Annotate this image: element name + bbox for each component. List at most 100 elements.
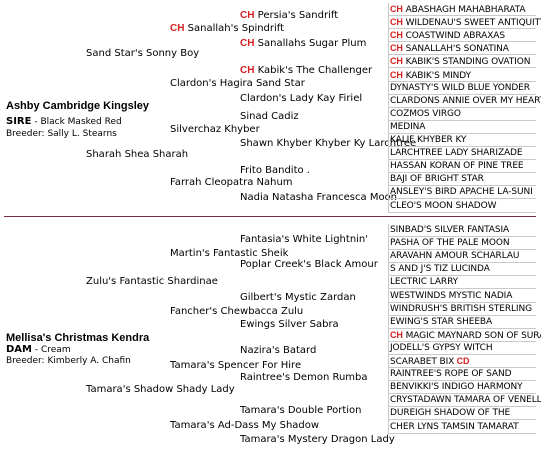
sire-gen4-3: Clardon's Lady Kay Firiel	[240, 93, 362, 105]
dam-gen5-rule	[388, 432, 536, 434]
sire-gen5-13-name: BAJI OF BRIGHT STAR	[390, 174, 484, 185]
dam-gen5-rule	[388, 367, 536, 368]
sire-gen4-0: CH Persia's Sandrift	[240, 10, 338, 22]
sire-gen5-0: CH ABASHAGH MAHABHARATA	[390, 3, 526, 16]
dam-gen5-6: WINDRUSH'S BRITISH STERLING	[390, 303, 532, 315]
sire-gen4-2-name: Kabik's The Challenger	[257, 65, 373, 76]
sire-gen5-rule	[388, 198, 536, 200]
dam-gen5-4: LECTRIC LARRY	[390, 276, 458, 288]
sire-gen3-0: CH Sanallah's Spindrift	[170, 23, 284, 35]
sire-gen5-2-name: COASTWIND ABRAXAS	[405, 31, 505, 42]
dam-color: Cream	[40, 345, 71, 355]
dam-gen4-5: Raintree's Demon Rumba	[240, 372, 368, 384]
dam-gen5-2: ARAVAHN AMOUR SCHARLAU	[390, 250, 519, 262]
dam-gen4-3: Ewings Silver Sabra	[240, 319, 339, 331]
sire-gen5-rule	[388, 185, 536, 187]
dam-color-sep: -	[34, 345, 41, 355]
sire-gen4-3-name: Clardon's Lady Kay Firiel	[240, 93, 363, 104]
dam-gen4-1: Poplar Creek's Black Amour	[240, 259, 378, 271]
dam-gen5-4-name: LECTRIC LARRY	[390, 277, 459, 288]
sire-color: Black Masked Red	[40, 117, 122, 127]
dam-gen5-rule	[388, 262, 536, 264]
sire-gen5-4: CH KABIK'S STANDING OVATION	[390, 55, 530, 68]
dam-gen4-7-name: Tamara's Mystery Dragon Lady	[240, 434, 395, 445]
sire-gen5-0-name: ABASHAGH MAHABHARATA	[405, 5, 526, 15]
dam-label: DAM	[6, 344, 32, 355]
sire-gen5-7-name: CLARDONS ANNIE OVER MY HEART	[390, 95, 541, 106]
dam-gen5-14-name: DUREIGH SHADOW OF THE	[390, 408, 511, 419]
dam-gen5-rule	[388, 236, 536, 237]
dam-gen5-rule	[388, 393, 536, 395]
champion-badge: CH	[390, 30, 403, 41]
dam-gen5-9-name: JODELL'S GYPSY WITCH	[390, 342, 493, 353]
sire-gen5-9: MEDINA	[390, 121, 425, 133]
dam-gen5-6-name: WINDRUSH'S BRITISH STERLING	[390, 303, 532, 314]
dam-gen5-15: CHER LYNS TAMSIN TAMARAT	[390, 421, 519, 433]
dam-gen5-rule	[388, 340, 536, 342]
dam-gen5-5: WESTWINDS MYSTIC NADIA	[390, 290, 512, 302]
dam-gen5-rule	[388, 419, 536, 421]
champion-badge: CH	[390, 69, 403, 80]
dam-breeder-line: Breeder: Kimberly A. Chafin	[6, 355, 131, 367]
dam-gen5-2-name: ARAVAHN AMOUR SCHARLAU	[390, 251, 520, 262]
champion-badge: CH	[390, 56, 403, 67]
sire-gen5-11: LARCHTREE LADY SHARIZADE	[390, 147, 523, 159]
dam-gen5-0: SINBAD'S SILVER FANTASIA	[390, 224, 509, 236]
dam-gen4-0-name: Fantasia's White Lightnin'	[240, 234, 369, 245]
dam-gen4-4-name: Nazira's Batard	[240, 345, 317, 356]
dam-gen5-rule	[388, 288, 536, 290]
sire-gen5-rule	[388, 41, 536, 43]
sire-gen5-rule	[388, 80, 536, 82]
sire-gen2-1: Sharah Shea Sharah	[86, 149, 189, 160]
dam-breeder-label: Breeder:	[6, 356, 45, 366]
dam-gen3-3: Tamara's Ad-Dass My Shadow	[170, 420, 320, 431]
sire-gen5-3-name: SANALLAH'S SONATINA	[405, 44, 509, 55]
sire-gen5-1: CH WILDENAU'S SWEET ANTIQUITY	[390, 16, 541, 29]
sire-gen4-1-name: Sanallahs Sugar Plum	[257, 38, 367, 49]
dam-color-line: DAM - Cream	[6, 344, 71, 356]
dam-gen4-6: Tamara's Double Portion	[240, 405, 362, 417]
dam-gen5-11: RAINTREE'S ROPE OF SAND	[390, 368, 512, 380]
dam-gen5-rule	[388, 380, 536, 382]
dam-gen5-rule	[388, 249, 536, 251]
sire-gen5-rule	[388, 67, 536, 69]
sire-gen5-14: ANSLEY'S BIRD APACHE LA-SUNI	[390, 186, 533, 198]
sire-gen5-1-name: WILDENAU'S SWEET ANTIQUITY	[405, 18, 541, 29]
dam-gen4-6-name: Tamara's Double Portion	[240, 405, 362, 416]
sire-name: Ashby Cambridge Kingsley	[6, 100, 150, 112]
dam-gen2-1: Tamara's Shadow Shady Lady	[86, 384, 235, 395]
sire-gen5-6-name: DYNASTY'S WILD BLUE YONDER	[390, 82, 530, 93]
sire-label: SIRE	[6, 116, 32, 127]
sire-gen5-rule	[388, 15, 536, 16]
champion-badge: CH	[390, 17, 403, 28]
champion-badge: CH	[390, 4, 403, 14]
dam-gen5-1-name: PASHA OF THE PALE MOON	[390, 238, 510, 249]
dam-gen5-12-name: BENVIKKI'S INDIGO HARMONY	[390, 382, 523, 393]
dam-gen5-10: SCARABET BIX CD	[390, 355, 470, 368]
dam-gen5-13: CRYSTADAWN TAMARA OF VENELLS	[390, 394, 541, 406]
sire-gen5-10-name: KALIF KHYBER KY	[390, 135, 467, 145]
sire-gen4-1: CH Sanallahs Sugar Plum	[240, 38, 366, 50]
sire-breeder-line: Breeder: Sally L. Stearns	[6, 128, 117, 140]
dam-gen4-5-name: Raintree's Demon Rumba	[240, 372, 368, 383]
sire-gen5-rule	[388, 28, 536, 30]
dam-gen4-3-name: Ewings Silver Sabra	[240, 319, 339, 330]
sire-gen5-10: KALIF KHYBER KY	[390, 134, 466, 146]
title-suffix-badge: CD	[454, 356, 470, 366]
dam-gen5-rule	[388, 275, 536, 277]
dam-gen3-1: Fancher's Chewbacca Zulu	[170, 306, 304, 317]
sire-gen5-5: CH KABIK'S MINDY	[390, 69, 471, 82]
dam-breeder: Kimberly A. Chafin	[47, 356, 131, 366]
dam-gen5-8-name: MAGIC MAYNARD SON OF SURAJ	[405, 330, 541, 341]
dam-gen4-2-name: Gilbert's Mystic Zardan	[240, 292, 356, 303]
sire-gen5-rule	[388, 172, 536, 174]
sire-breeder: Sally L. Stearns	[47, 129, 117, 139]
sire-gen4-4: Sinad Cadiz	[240, 111, 299, 123]
champion-badge: CH	[240, 10, 255, 21]
dam-gen5-rule	[388, 314, 536, 316]
dam-gen2-0: Zulu's Fantastic Shardinae	[86, 276, 218, 287]
sire-gen4-0-name: Persia's Sandrift	[257, 10, 339, 21]
sire-gen5-7: CLARDONS ANNIE OVER MY HEART	[390, 95, 541, 107]
champion-badge: CH	[240, 65, 255, 76]
sire-gen5-5-name: KABIK'S MINDY	[405, 70, 472, 81]
